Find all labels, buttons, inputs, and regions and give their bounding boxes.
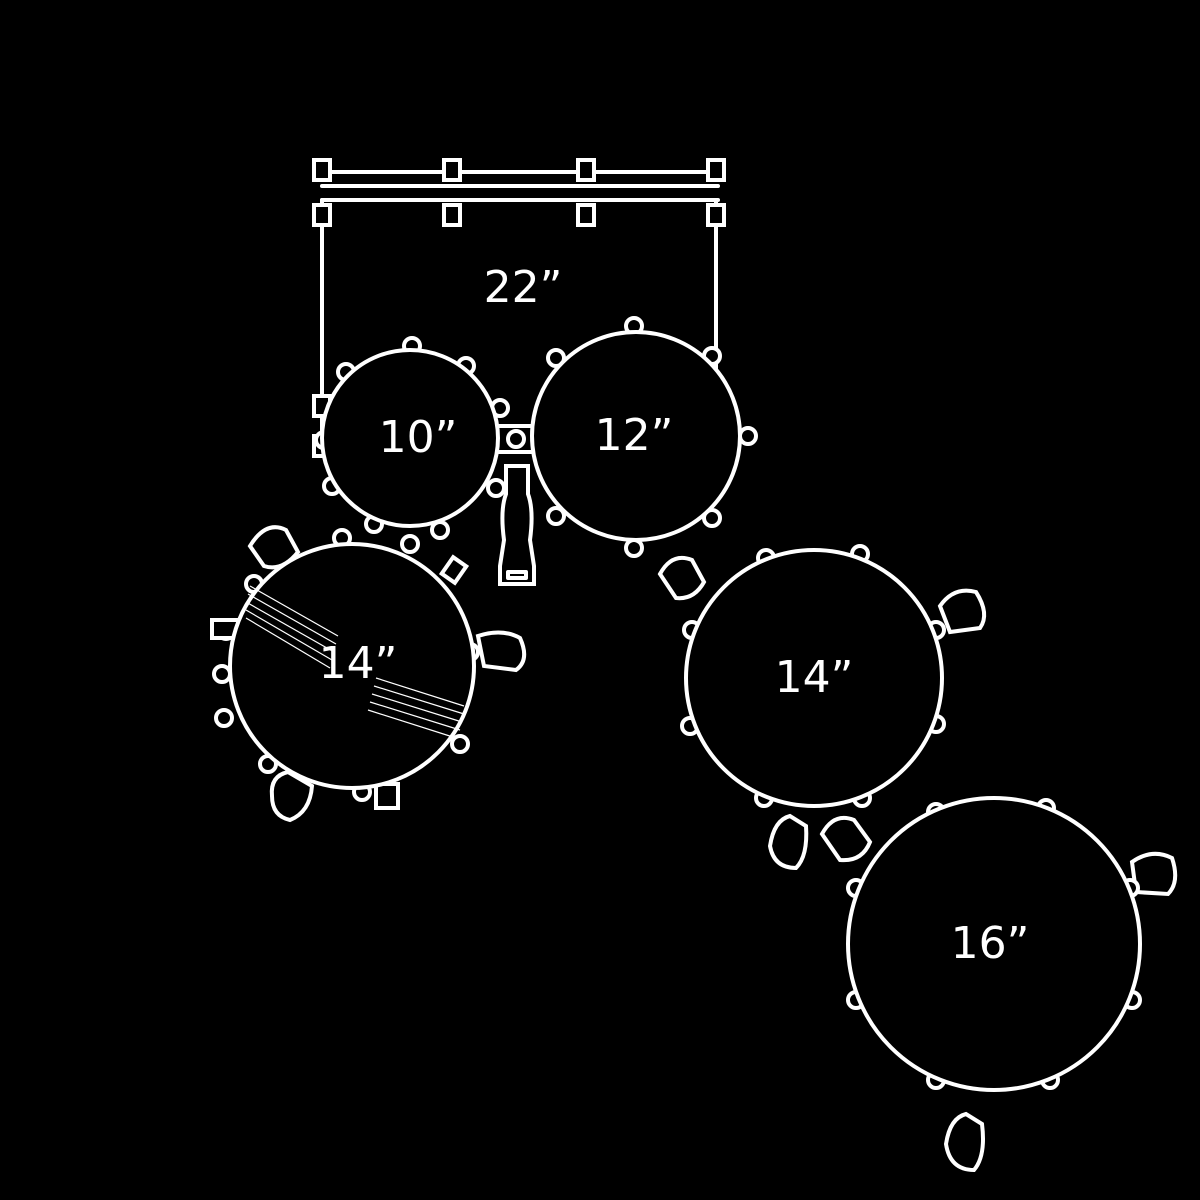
floor-tom-16: 16” [819, 796, 1178, 1173]
bass-drum-size-label: 22” [484, 262, 563, 313]
floor-tom-14-legs [657, 555, 987, 871]
floor-tom-16-legs [819, 815, 1178, 1173]
rack-tom-10-size-label: 10” [379, 412, 458, 463]
rack-tom-12-size-label: 12” [595, 410, 674, 461]
rack-tom-12-lugs [546, 316, 758, 558]
rack-tom-12: 12” [530, 316, 758, 558]
snare-drum: 14” [210, 525, 527, 823]
floor-tom-16-size-label: 16” [951, 918, 1030, 969]
snare-stand-legs [247, 525, 527, 823]
floor-tom-14: 14” [657, 544, 987, 871]
snare-wires [245, 585, 465, 739]
floor-tom-14-size-label: 14” [775, 652, 854, 703]
rack-tom-10: 10” [314, 336, 510, 540]
snare-size-label: 14” [319, 638, 398, 689]
bass-drum-pedal [498, 464, 536, 586]
